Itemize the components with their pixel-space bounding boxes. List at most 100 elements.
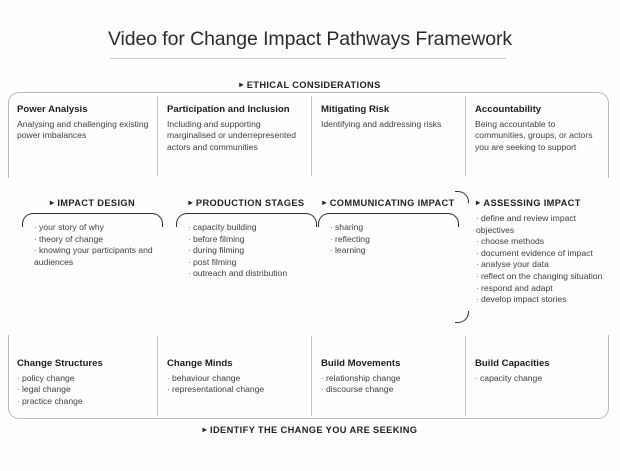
cell-build-movements: Build Movements ·relationship change ·di… (321, 358, 459, 396)
list-item-label: behaviour change (172, 373, 241, 383)
cell-body: ·policy change ·legal change ·practice c… (17, 373, 149, 407)
change-divider-3 (465, 336, 466, 416)
list-item: ·analyse your data (476, 259, 608, 271)
list-item-label: document evidence of impact (481, 247, 593, 258)
bullet-icon: · (476, 270, 479, 281)
bullet-icon: · (167, 384, 170, 395)
cell-change-minds: Change Minds ·behaviour change ·represen… (167, 358, 303, 396)
list-item: ·theory of change (34, 234, 158, 246)
cell-participation-and-inclusion: Participation and Inclusion Including an… (167, 104, 303, 153)
list-item: ·discourse change (321, 384, 459, 395)
cell-body: Identifying and addressing risks (321, 119, 442, 129)
list-item: ·during filming (188, 245, 314, 257)
list-item: ·your story of why (34, 222, 158, 234)
list-item: ·capacity building (188, 222, 314, 234)
bullet-icon: · (17, 395, 20, 406)
list-item: ·sharing (330, 222, 454, 234)
cell-body: Being accountable to communities, groups… (475, 119, 593, 152)
list-item: ·capacity change (475, 373, 607, 384)
list-production-stages: ·capacity building ·before filming ·duri… (188, 222, 314, 280)
bullet-icon: · (476, 247, 479, 258)
change-divider-2 (311, 336, 312, 416)
list-item: ·respond and adapt (476, 283, 608, 295)
bullet-icon: · (330, 245, 333, 256)
list-item: ·before filming (188, 234, 314, 246)
triangle-marker-icon: ▸ (239, 80, 244, 89)
banner-identify-change: ▸IDENTIFY THE CHANGE YOU ARE SEEKING (0, 425, 620, 435)
banner-identify-label: IDENTIFY THE CHANGE YOU ARE SEEKING (210, 425, 418, 435)
heading-production-stages: ▸PRODUCTION STAGES (176, 198, 317, 208)
bullet-icon: · (17, 384, 20, 395)
list-item-label: sharing (335, 222, 364, 232)
ethical-divider-2 (311, 96, 312, 176)
cell-body: ·behaviour change ·representational chan… (167, 373, 303, 396)
bullet-icon: · (167, 373, 170, 383)
brace-mask (20, 227, 29, 243)
heading-assessing-impact: ▸ASSESSING IMPACT (476, 198, 616, 208)
bullet-icon: · (34, 245, 37, 256)
cell-body: Analysing and challenging existing power… (17, 119, 149, 141)
bullet-icon: · (476, 294, 479, 305)
bullet-icon: · (330, 222, 333, 232)
list-item: ·learning (330, 245, 454, 257)
list-assessing-impact: ·define and review impact objectives ·ch… (476, 213, 608, 306)
list-item-label: capacity building (193, 222, 257, 232)
bullet-icon: · (476, 282, 479, 293)
bullet-icon: · (475, 373, 478, 383)
cell-accountability: Accountability Being accountable to comm… (475, 104, 607, 153)
list-item: ·practice change (17, 396, 149, 407)
triangle-marker-icon: ▸ (202, 425, 208, 434)
bullet-icon: · (34, 222, 37, 232)
ethical-divider-1 (157, 96, 158, 176)
list-item-label: choose methods (481, 236, 545, 247)
cell-change-structures: Change Structures ·policy change ·legal … (17, 358, 149, 407)
triangle-marker-icon: ▸ (476, 198, 481, 207)
list-item: ·document evidence of impact (476, 248, 608, 260)
heading-impact-design: ▸IMPACT DESIGN (22, 198, 163, 208)
ethical-considerations-box (8, 92, 609, 178)
list-item-label: practice change (22, 395, 83, 406)
list-item-label: discourse change (326, 384, 394, 395)
list-item-label: during filming (193, 245, 245, 256)
banner-ethical-considerations: ▸ETHICAL CONSIDERATIONS (0, 80, 620, 90)
list-item-label: legal change (22, 384, 71, 395)
list-item: ·knowing your participants and audiences (34, 245, 158, 268)
brace-assessing-impact (455, 191, 469, 323)
list-item: ·outreach and distribution (188, 268, 314, 280)
brace-mask (174, 227, 183, 243)
list-item: ·behaviour change (167, 373, 303, 384)
triangle-marker-icon: ▸ (49, 198, 55, 207)
bullet-icon: · (188, 268, 191, 279)
cell-title: Participation and Inclusion (167, 104, 290, 115)
list-item-label: develop impact stories (481, 294, 567, 305)
heading-communicating-impact: ▸COMMUNICATING IMPACT (316, 198, 461, 208)
list-item: ·reflecting (330, 234, 454, 246)
list-item-label: knowing your participants and audiences (34, 245, 153, 267)
triangle-marker-icon: ▸ (188, 198, 193, 207)
cell-mitigating-risk: Mitigating Risk Identifying and addressi… (321, 104, 459, 130)
list-item-label: learning (335, 245, 366, 256)
cell-body: Including and supporting marginalised or… (167, 119, 296, 152)
list-item-label: your story of why (39, 222, 104, 232)
brace-mask (466, 203, 472, 311)
brace-mask (316, 227, 325, 243)
bullet-icon: · (476, 236, 479, 247)
list-item-label: reflecting (335, 233, 370, 244)
bullet-icon: · (476, 259, 479, 270)
bullet-icon: · (188, 222, 191, 232)
list-item-label: capacity change (480, 373, 543, 383)
bullet-icon: · (321, 373, 324, 383)
list-item-label: post filming (193, 256, 237, 267)
list-item: ·choose methods (476, 236, 608, 248)
list-item: ·define and review impact objectives (476, 213, 608, 236)
cell-build-capacities: Build Capacities ·capacity change (475, 358, 607, 384)
bullet-icon: · (34, 233, 37, 244)
cell-power-analysis: Power Analysis Analysing and challenging… (17, 104, 149, 142)
bullet-icon: · (321, 384, 324, 395)
list-item-label: analyse your data (481, 259, 549, 270)
banner-ethical-label: ETHICAL CONSIDERATIONS (246, 80, 381, 90)
list-item-label: outreach and distribution (193, 268, 288, 279)
heading-label: COMMUNICATING IMPACT (329, 198, 455, 208)
cell-title: Accountability (475, 104, 542, 115)
